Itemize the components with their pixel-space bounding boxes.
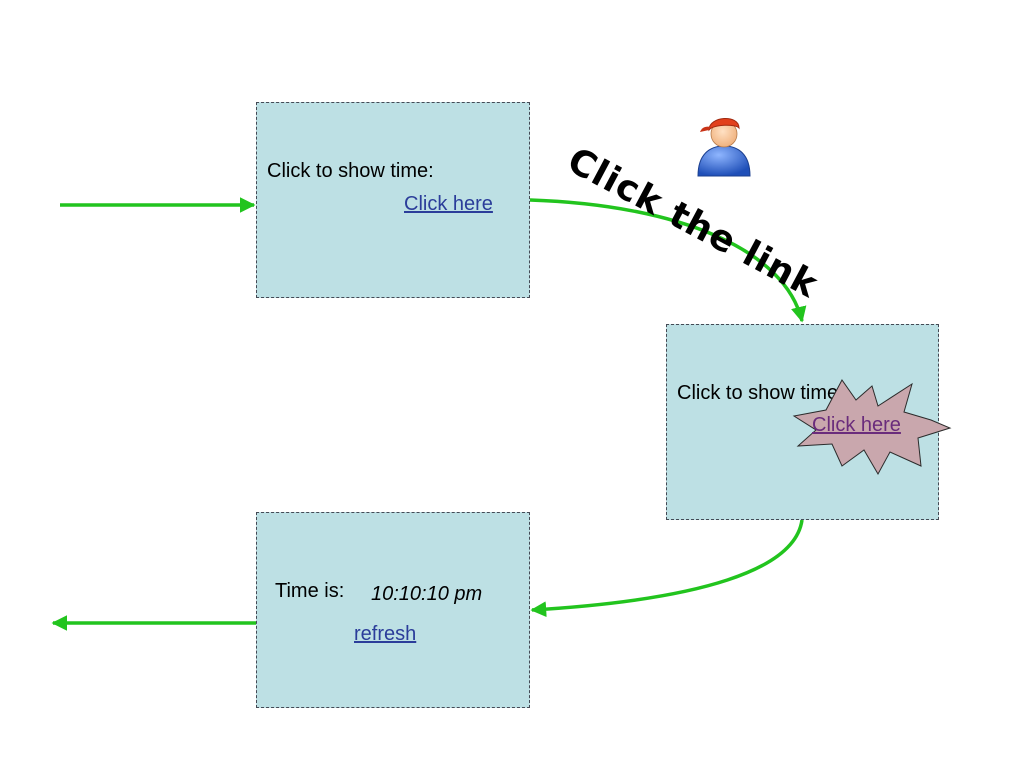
arrow-box1-to-box2	[529, 198, 807, 323]
user-avatar-icon	[697, 112, 751, 177]
prompt-label: Click to show time:	[677, 382, 844, 404]
arrow-box2-to-box3	[530, 519, 804, 618]
time-label: Time is:	[275, 580, 345, 602]
click-burst-icon	[792, 379, 952, 476]
time-display-box: Time is: 10:10:10 pm refresh	[256, 512, 530, 708]
prompt-label: Click to show time:	[267, 160, 434, 182]
click-here-link-visited[interactable]: Click here	[812, 414, 901, 436]
time-prompt-box: Click to show time: Click here	[256, 102, 530, 298]
time-value: 10:10:10 pm	[371, 583, 483, 605]
refresh-link[interactable]: refresh	[354, 623, 417, 645]
click-here-link[interactable]: Click here	[404, 193, 493, 215]
